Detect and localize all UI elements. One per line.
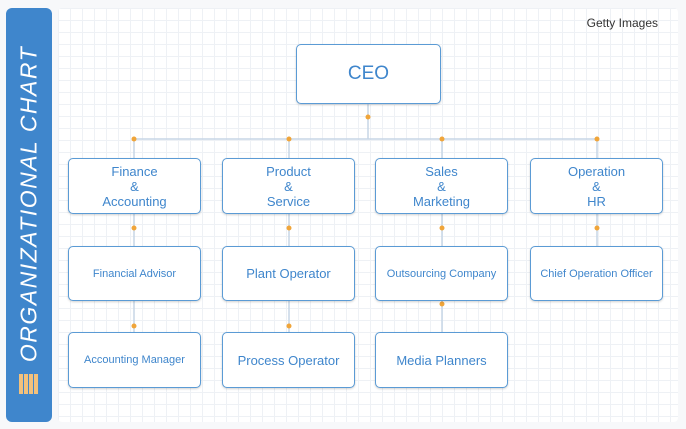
image-credit: Getty Images	[586, 16, 658, 30]
ceo-label: CEO	[347, 63, 390, 84]
role-process-operator: Process Operator	[222, 332, 355, 388]
dept-line: HR	[587, 193, 606, 209]
role-label: Chief Operation Officer	[540, 267, 653, 280]
role-label: Financial Advisor	[92, 267, 177, 280]
role-accounting-manager: Accounting Manager	[68, 332, 201, 388]
ceo-box: CEO	[296, 44, 441, 104]
dept-sales-marketing: Sales & Marketing	[375, 158, 508, 214]
role-label: Plant Operator	[246, 266, 331, 281]
dept-line: &	[130, 178, 139, 194]
role-financial-advisor: Financial Advisor	[68, 246, 201, 301]
role-chief-operation-officer: Chief Operation Officer	[530, 246, 663, 301]
role-outsourcing-company: Outsourcing Company	[375, 246, 508, 301]
dept-operation-hr: Operation & HR	[530, 158, 663, 214]
dept-line: &	[437, 178, 446, 194]
dept-line: Product	[266, 163, 311, 179]
dept-line: Finance	[111, 163, 158, 179]
dept-product-service: Product & Service	[222, 158, 355, 214]
role-label: Process Operator	[237, 352, 340, 368]
dept-line: Service	[266, 193, 311, 209]
dept-line: Operation	[567, 163, 626, 179]
stripes-icon	[19, 374, 39, 394]
sidebar: ORGANIZATIONAL CHART	[6, 8, 52, 422]
dept-line: &	[284, 178, 293, 194]
role-label: Media Planners	[396, 352, 487, 368]
dept-line: Accounting	[102, 193, 167, 209]
role-plant-operator: Plant Operator	[222, 246, 355, 301]
dept-line: &	[592, 178, 601, 194]
dept-finance-accounting: Finance & Accounting	[68, 158, 201, 214]
role-media-planners: Media Planners	[375, 332, 508, 388]
dept-line: Marketing	[412, 193, 471, 209]
role-label: Outsourcing Company	[386, 267, 497, 280]
role-label: Accounting Manager	[84, 354, 185, 366]
dept-line: Sales	[425, 163, 458, 179]
